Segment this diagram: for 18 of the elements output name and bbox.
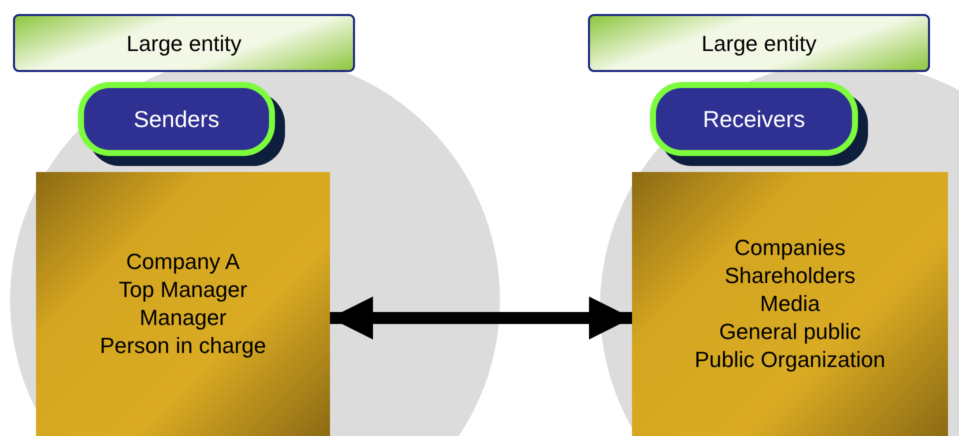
member-text: Public Organization (694, 346, 886, 374)
title-banner (588, 14, 930, 72)
member-text: Media (760, 290, 820, 318)
pill-text: Receivers (702, 104, 806, 134)
member-text: Top Manager (118, 276, 248, 304)
title-banner (13, 14, 355, 72)
member-panel (632, 172, 948, 436)
pill-text: Senders (134, 104, 220, 134)
member-text: Companies (734, 234, 846, 262)
double-arrow (330, 296, 632, 340)
member-panel (36, 172, 330, 436)
banner-text: Large entity (702, 30, 816, 58)
member-text: General public (719, 318, 861, 346)
member-text: Company A (126, 248, 240, 276)
member-text: Shareholders (724, 262, 856, 290)
banner-text: Large entity (126, 30, 242, 58)
member-text: Manager (140, 304, 226, 332)
member-text: Person in charge (100, 332, 266, 360)
